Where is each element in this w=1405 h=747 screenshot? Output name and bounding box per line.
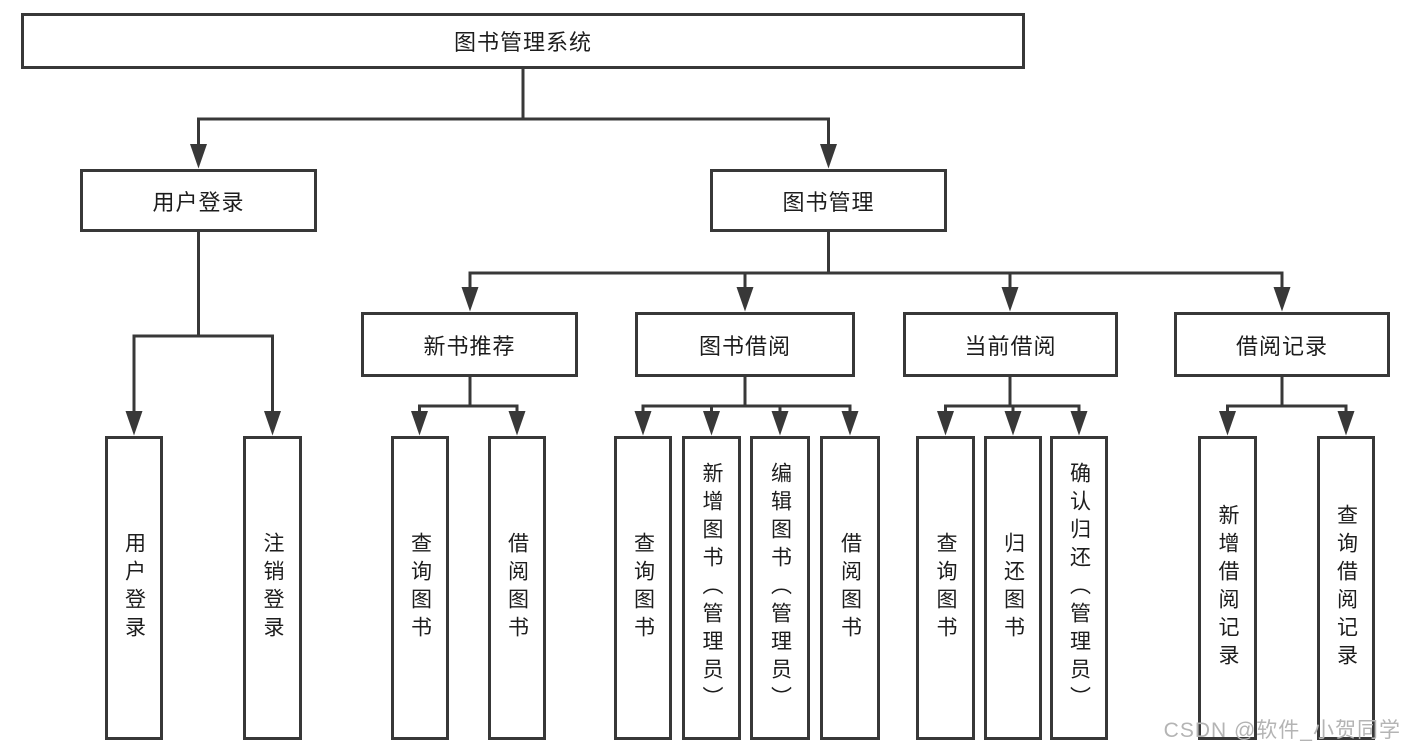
node-borrowing-records: 借阅记录 (1174, 312, 1390, 377)
leaf-logout: 注销登录 (243, 436, 302, 740)
leaf-user-login: 用户登录 (105, 436, 163, 740)
leaf-borrow-books-borrowing: 借阅图书 (820, 436, 880, 740)
node-library-management-system: 图书管理系统 (21, 13, 1025, 69)
node-book-management: 图书管理 (710, 169, 947, 232)
watermark: CSDN @软件_小贺同学 (1163, 719, 1401, 742)
leaf-add-books-admin: 新增图书（管理员） (682, 436, 741, 740)
leaf-query-books-current: 查询图书 (916, 436, 975, 740)
node-current-borrowing: 当前借阅 (903, 312, 1118, 377)
node-book-borrowing: 图书借阅 (635, 312, 855, 377)
leaf-query-borrow-record: 查询借阅记录 (1317, 436, 1375, 740)
leaf-add-borrow-record: 新增借阅记录 (1198, 436, 1257, 740)
leaf-borrow-books-recommend: 借阅图书 (488, 436, 546, 740)
node-new-book-recommendation: 新书推荐 (361, 312, 578, 377)
leaf-return-books: 归还图书 (984, 436, 1042, 740)
leaf-query-books-recommend: 查询图书 (391, 436, 449, 740)
leaf-query-books-borrowing: 查询图书 (614, 436, 672, 740)
node-user-login: 用户登录 (80, 169, 317, 232)
leaf-edit-books-admin: 编辑图书（管理员） (750, 436, 810, 740)
leaf-confirm-return-admin: 确认归还（管理员） (1050, 436, 1108, 740)
